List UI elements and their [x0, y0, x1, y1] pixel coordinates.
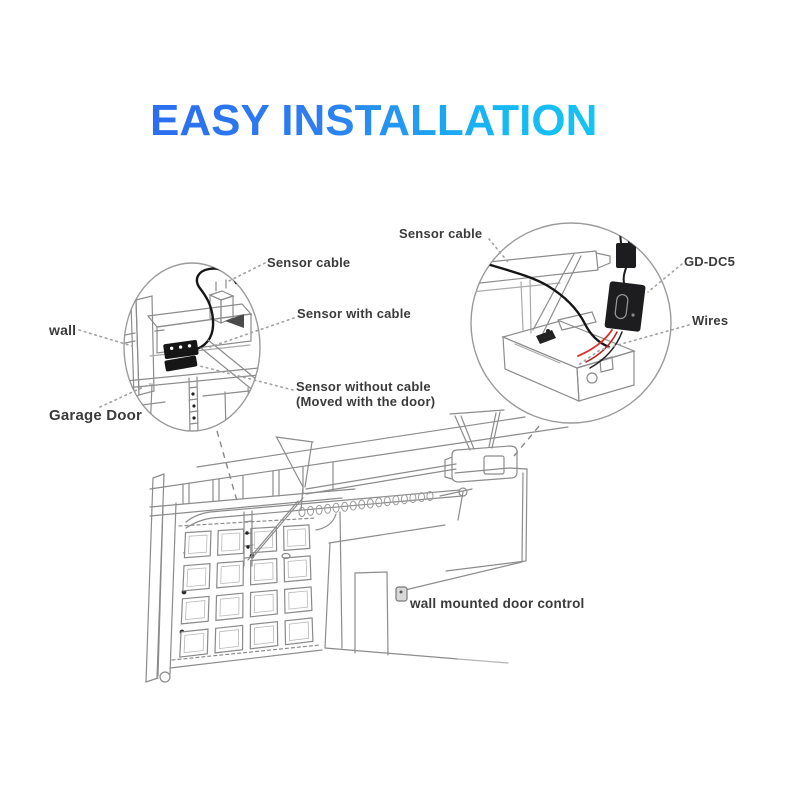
label-sensor-without-cable: Sensor without cable (Moved with the doo… — [296, 379, 436, 409]
red-wire — [577, 329, 613, 357]
right-callout — [470, 222, 672, 424]
label-wires: Wires — [692, 313, 729, 328]
connector-left-callout — [216, 430, 238, 502]
sensor-with-cable-art — [163, 339, 199, 360]
label-sensor-cable-left: Sensor cable — [267, 255, 351, 270]
label-sensor-with-cable: Sensor with cable — [297, 306, 411, 321]
leader-sensor-cable-left — [228, 262, 266, 282]
leader-wires — [576, 324, 690, 367]
garage-door-panels — [179, 524, 314, 658]
label-sensor-cable-right: Sensor cable — [399, 226, 483, 241]
garage-overview — [145, 409, 569, 683]
label-garage-door: Garage Door — [49, 407, 143, 424]
label-wall: wall — [49, 322, 77, 338]
sensor-cable-art-right — [471, 256, 611, 349]
leader-sensor-cable-right — [488, 238, 509, 263]
connector-right-callout — [513, 424, 541, 457]
left-callout — [123, 262, 261, 432]
leader-garage-door — [99, 383, 151, 408]
leader-sensor-without-cable — [199, 365, 294, 391]
callout-connectors — [216, 424, 541, 502]
sensor-without-cable-art — [164, 355, 198, 372]
label-wall-mounted-door-control: wall mounted door control — [410, 596, 585, 611]
leader-gd-dc5 — [647, 263, 683, 293]
label-gd-dc5: GD-DC5 — [684, 254, 736, 269]
leader-sensor-with-cable — [209, 317, 295, 348]
leader-wall — [78, 329, 133, 347]
gd-dc5-device — [604, 281, 646, 332]
leader-lines — [78, 238, 690, 408]
extension-spring — [298, 491, 434, 517]
page-title: EASY INSTALLATION — [150, 96, 598, 145]
